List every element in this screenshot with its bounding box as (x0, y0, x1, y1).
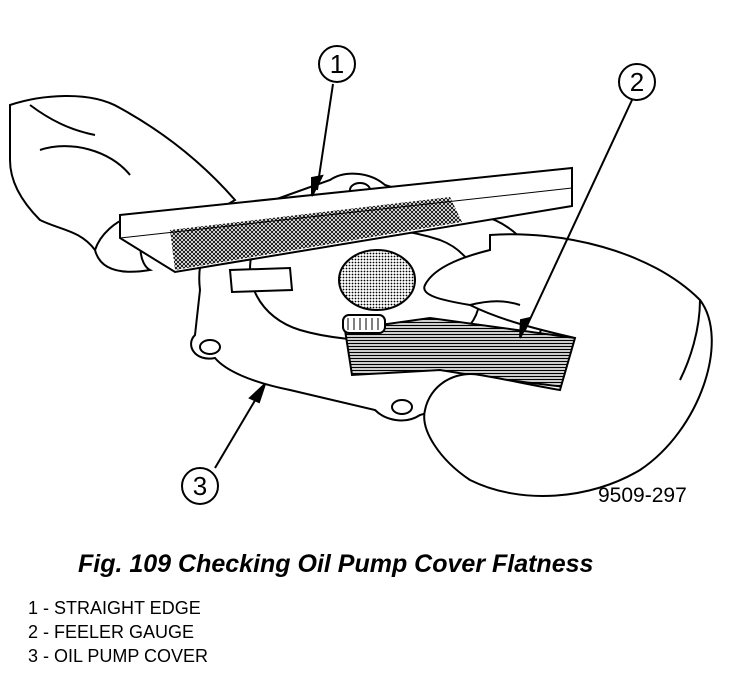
right-hand (423, 233, 713, 498)
legend-item: 3 - OIL PUMP COVER (28, 646, 209, 666)
svg-text:2: 2 (630, 67, 644, 97)
legend: 1 - STRAIGHT EDGE 2 - FEELER GAUGE 3 - O… (28, 596, 208, 668)
legend-item: 1 - STRAIGHT EDGE (28, 598, 201, 618)
figure-code: 9509-297 (598, 484, 687, 507)
leader-lines (214, 83, 633, 469)
svg-text:1: 1 (330, 49, 344, 79)
legend-item: 2 - FEELER GAUGE (28, 622, 195, 642)
figure-caption: Fig. 109 Checking Oil Pump Cover Flatnes… (78, 550, 594, 578)
callout-2: 2 (618, 63, 656, 101)
straight-edge (119, 166, 573, 274)
feeler-gauge (342, 314, 592, 392)
oil-pump-cover-illustration: 1 2 3 (9, 45, 713, 505)
callout-1: 1 (318, 45, 356, 83)
svg-text:3: 3 (193, 471, 207, 501)
callout-3: 3 (181, 467, 219, 505)
